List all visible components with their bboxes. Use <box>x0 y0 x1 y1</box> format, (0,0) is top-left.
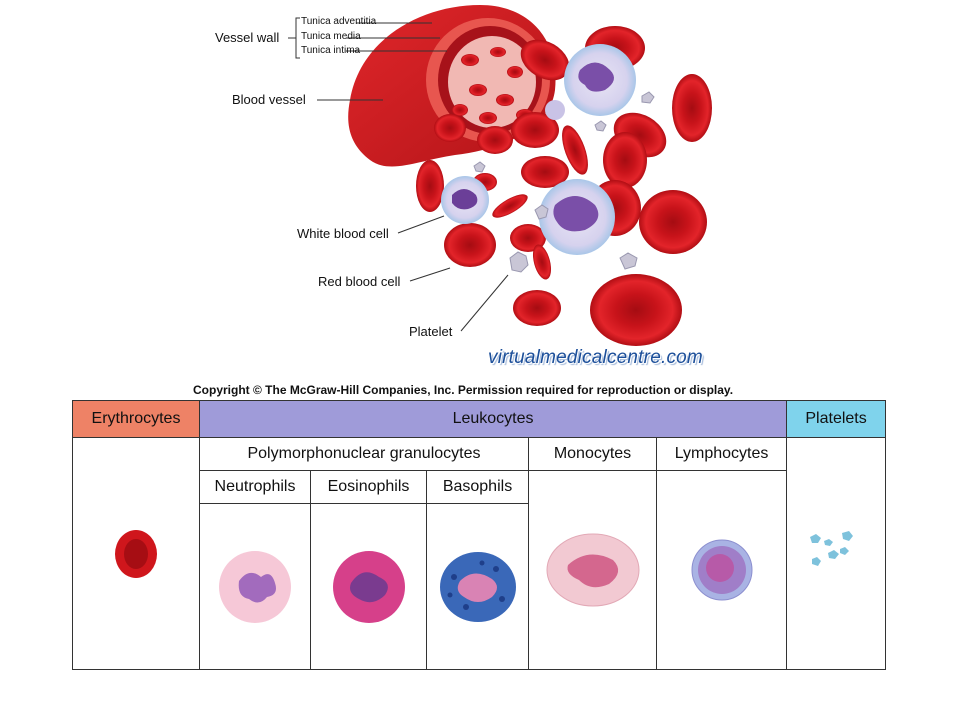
vessel-wall-label: Vessel wall <box>215 30 280 45</box>
platelet-label: Platelet <box>409 324 453 339</box>
platelets <box>473 91 655 273</box>
copyright-notice: Copyright © The McGraw-Hill Companies, I… <box>193 383 734 397</box>
tunica-media-label: Tunica media <box>301 31 361 42</box>
basophils-header: Basophils <box>426 470 529 504</box>
neutrophil-cell <box>199 503 311 670</box>
erythrocyte-cell <box>72 437 200 670</box>
eosinophil-cell <box>310 503 427 670</box>
monocytes-header: Monocytes <box>528 437 657 471</box>
eosinophils-header: Eosinophils <box>310 470 427 504</box>
blood-vessel-illustration <box>288 5 712 346</box>
blood-vessel-label: Blood vessel <box>232 92 306 107</box>
white-blood-cell-label: White blood cell <box>297 226 389 241</box>
neutrophil-image <box>219 550 291 623</box>
basophil-image <box>439 551 516 622</box>
eosinophil-image <box>332 550 405 623</box>
vessel-rbc-cluster <box>452 47 534 124</box>
lymphocytes-header: Lymphocytes <box>655 437 788 471</box>
monocyte-image <box>546 533 639 607</box>
platelets-cell <box>786 437 887 670</box>
white-blood-cells <box>441 44 636 255</box>
granulocytes-header: Polymorphonuclear granulocytes <box>199 437 529 471</box>
erythrocyte-image <box>115 529 157 578</box>
lymphocyte-cell <box>655 470 788 670</box>
blood-cell-table: Erythrocytes Leukocytes Platelets Polymo… <box>72 400 887 670</box>
leukocytes-header: Leukocytes <box>198 400 788 438</box>
lymphocyte-image <box>691 539 753 601</box>
tunica-adventitia-label: Tunica adventitia <box>301 16 377 27</box>
erythrocytes-header: Erythrocytes <box>72 400 200 438</box>
platelets-header: Platelets <box>786 400 887 438</box>
platelets-image <box>810 530 854 566</box>
red-blood-cell-label: Red blood cell <box>318 274 401 289</box>
monocyte-cell <box>528 470 657 670</box>
neutrophils-header: Neutrophils <box>199 470 311 504</box>
watermark: virtualmedicalcentre.com <box>488 347 703 368</box>
basophil-cell <box>426 503 529 670</box>
leader-lines <box>288 17 509 332</box>
tunica-intima-label: Tunica intima <box>301 45 361 56</box>
